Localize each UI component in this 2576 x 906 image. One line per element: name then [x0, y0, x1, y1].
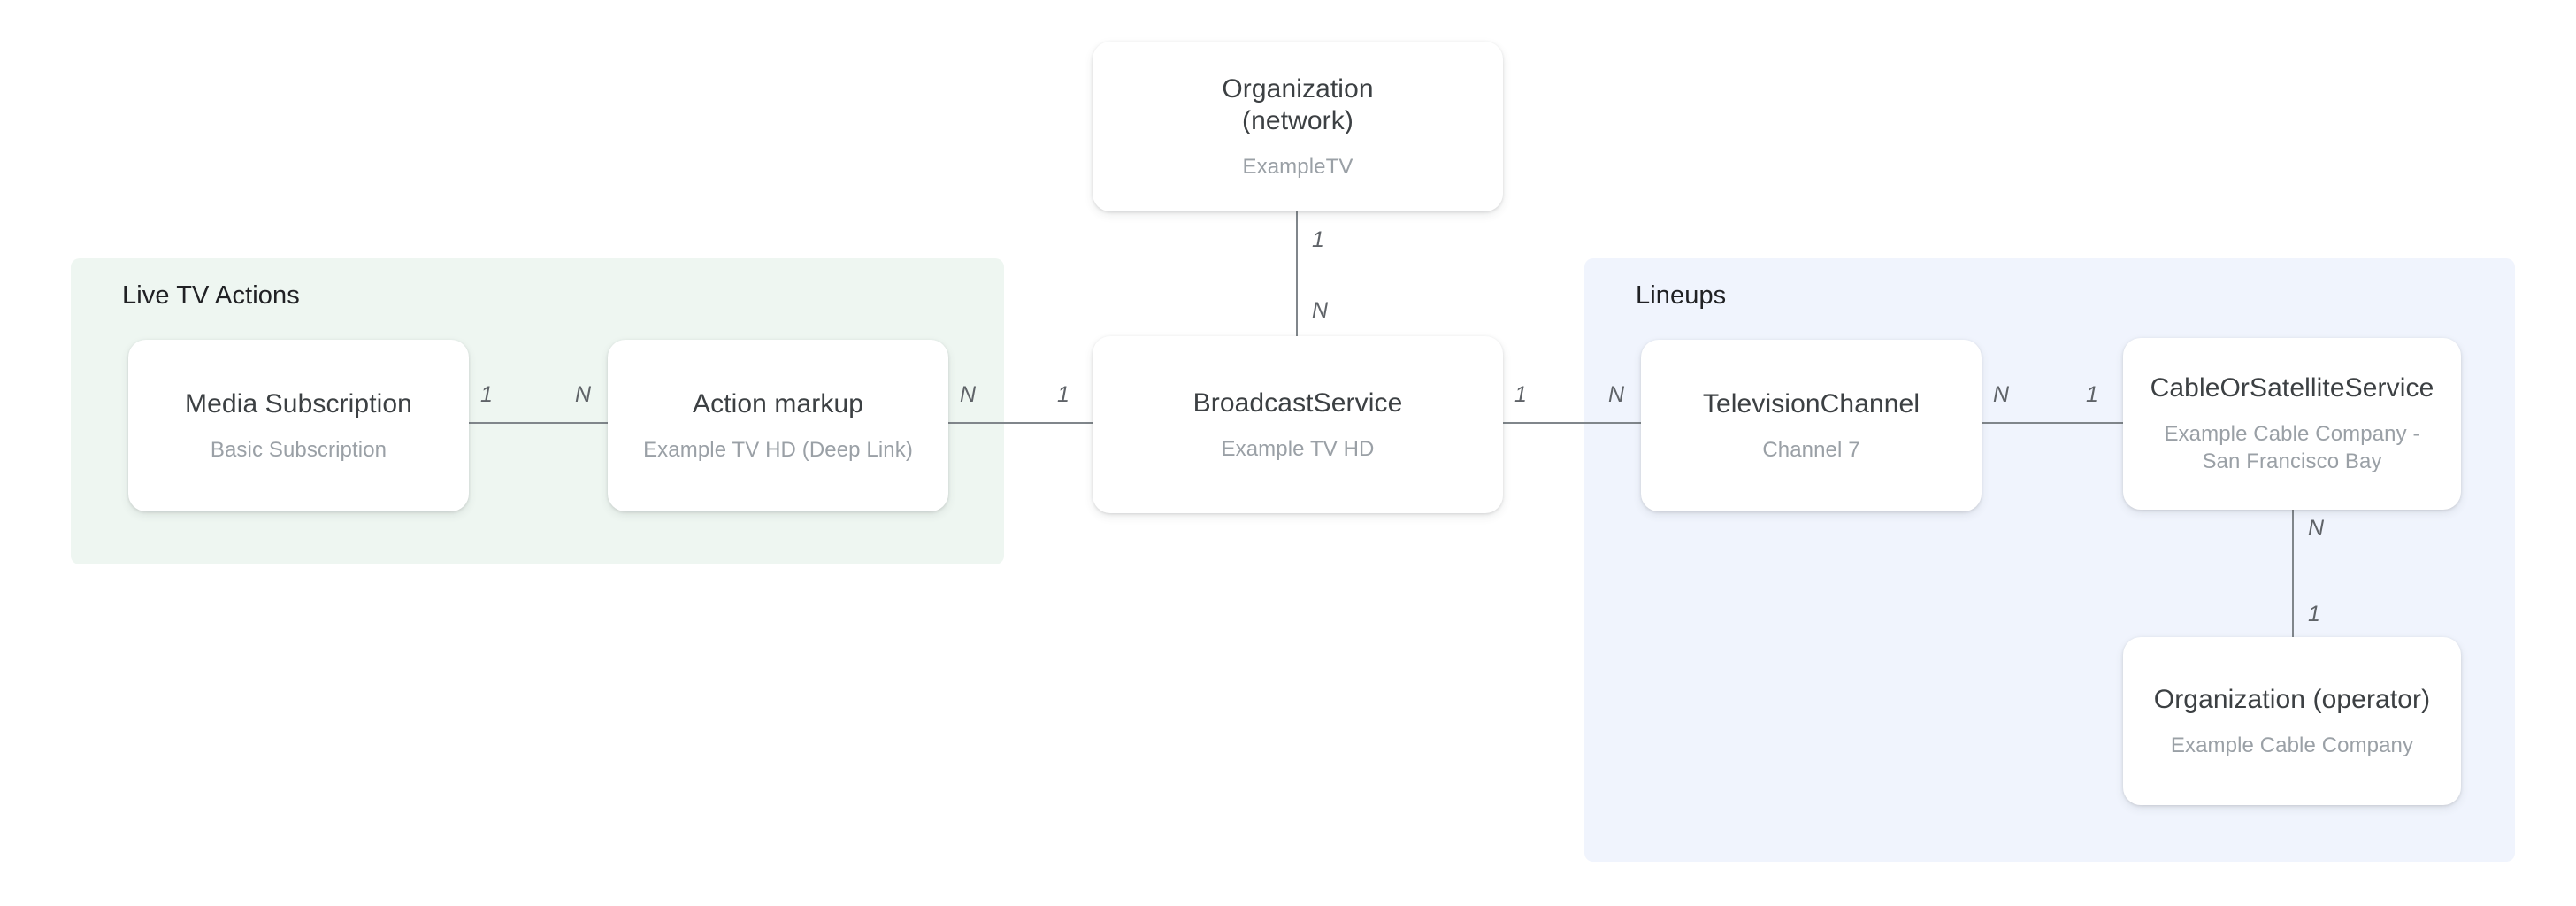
node-broadcast-service[interactable]: BroadcastService Example TV HD	[1092, 336, 1503, 513]
node-organization-network[interactable]: Organization (network) ExampleTV	[1092, 42, 1503, 211]
edge-label-media-subscription-to: N	[575, 382, 592, 407]
node-subtitle: Example Cable Company - San Francisco Ba…	[2164, 420, 2419, 475]
edge-label-organization-network-to: N	[1312, 298, 1329, 323]
node-subtitle: Channel 7	[1762, 437, 1860, 462]
node-subtitle-line-1: Example Cable Company -	[2164, 422, 2420, 446]
edge-media-subscription-action-markup	[467, 422, 610, 424]
edge-broadcast-service-television-channel	[1501, 422, 1643, 424]
node-media-subscription[interactable]: Media Subscription Basic Subscription	[128, 340, 469, 511]
group-title-live-tv-actions: Live TV Actions	[122, 281, 300, 310]
node-title: Organization (network)	[1222, 73, 1373, 137]
group-title-lineups: Lineups	[1636, 281, 1727, 310]
edge-label-television-channel-from: N	[1993, 382, 2010, 407]
node-subtitle-line-2: San Francisco Bay	[2202, 449, 2382, 473]
edge-television-channel-cable-or-satellite	[1980, 422, 2125, 424]
node-title-line-1: Organization	[1222, 73, 1374, 104]
node-television-channel[interactable]: TelevisionChannel Channel 7	[1641, 340, 1982, 511]
node-title: BroadcastService	[1192, 388, 1403, 418]
node-subtitle: Basic Subscription	[210, 437, 387, 462]
node-subtitle: Example Cable Company	[2170, 733, 2414, 757]
edge-label-broadcast-service-from: 1	[1514, 382, 1527, 407]
edge-label-organization-network-from: 1	[1312, 227, 1324, 252]
node-title: CableOrSatelliteService	[2150, 373, 2434, 403]
edge-action-markup-broadcast-service	[947, 422, 1094, 424]
node-title: Action markup	[692, 388, 864, 418]
node-subtitle: Example TV HD	[1221, 436, 1375, 461]
edge-label-cable-or-satellite-from: N	[2308, 516, 2325, 541]
edge-cable-or-satellite-organization-operator	[2292, 510, 2294, 639]
edge-label-action-markup-to: 1	[1057, 382, 1070, 407]
node-subtitle: Example TV HD (Deep Link)	[643, 437, 913, 462]
edge-organization-network-broadcast-service	[1296, 211, 1298, 337]
node-subtitle: ExampleTV	[1242, 154, 1353, 179]
edge-label-action-markup-from: N	[960, 382, 977, 407]
node-title: Organization (operator)	[2153, 684, 2431, 714]
edge-label-television-channel-to: 1	[2086, 382, 2098, 407]
node-title-line-2: (network)	[1242, 105, 1353, 135]
edge-label-broadcast-service-to: N	[1608, 382, 1625, 407]
edge-label-cable-or-satellite-to: 1	[2308, 602, 2320, 626]
edge-label-media-subscription-from: 1	[480, 382, 493, 407]
node-cable-or-satellite-service[interactable]: CableOrSatelliteService Example Cable Co…	[2123, 338, 2461, 510]
node-organization-operator[interactable]: Organization (operator) Example Cable Co…	[2123, 637, 2461, 805]
node-title: Media Subscription	[185, 388, 412, 418]
node-action-markup[interactable]: Action markup Example TV HD (Deep Link)	[608, 340, 948, 511]
node-title: TelevisionChannel	[1702, 388, 1920, 418]
